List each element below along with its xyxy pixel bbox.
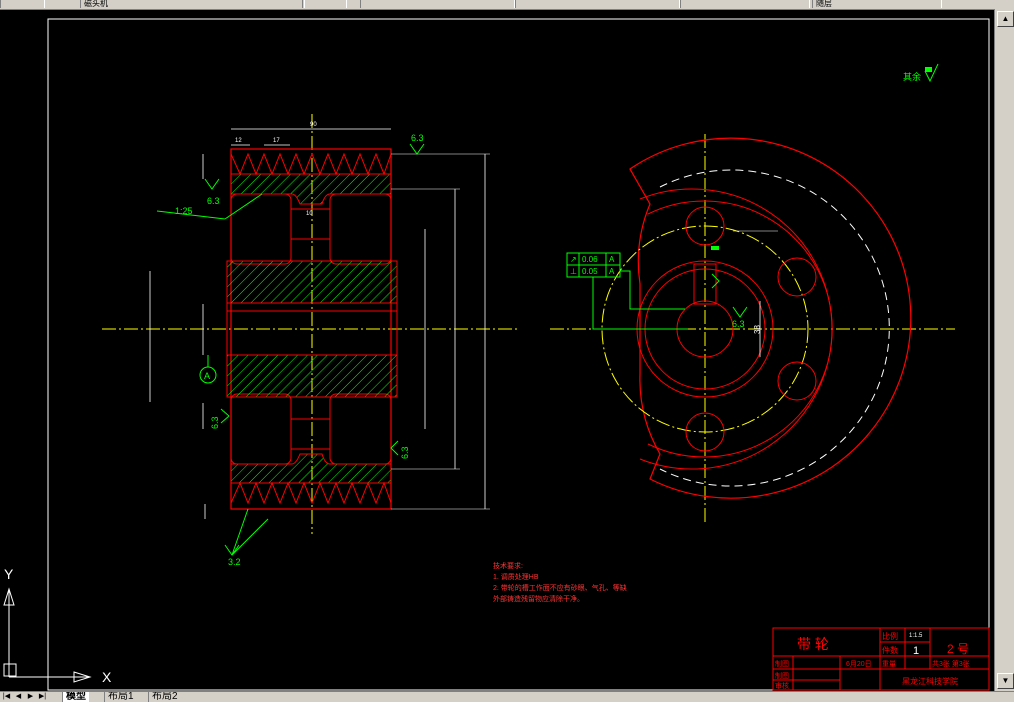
outer-rim [629, 137, 912, 499]
scroll-down-arrow-icon[interactable]: ▼ [997, 673, 1014, 689]
tech-line-2: 2. 带轮的槽工作面不应有砂眼、气孔、等缺 [493, 583, 627, 592]
svg-text:1:25: 1:25 [175, 206, 193, 216]
weight-label: 重量 [882, 660, 896, 668]
svg-text:6.3: 6.3 [411, 133, 424, 143]
section-view: 90 12 17 10 6.3 6.3 6.3 [102, 114, 520, 567]
toolbar-icons[interactable] [0, 0, 45, 8]
tab-model[interactable]: 模型 [62, 692, 89, 702]
dim-groove-1: 12 [235, 138, 242, 144]
roughness-symbol-4: 6.3 [390, 440, 410, 459]
drawing-canvas[interactable]: 90 12 17 10 6.3 6.3 6.3 [0, 9, 994, 691]
svg-text:⊥: ⊥ [570, 267, 577, 276]
cavity-top-left [230, 193, 292, 265]
svg-text:↗: ↗ [570, 255, 577, 264]
ucs-y-label: Y [4, 566, 14, 582]
tolerance-frame-1: ↗ 0.06 A [566, 252, 621, 266]
ucs-x-label: X [102, 669, 112, 685]
tab-layout2[interactable]: 布局2 [148, 692, 181, 702]
svg-text:A: A [609, 255, 615, 264]
roughness-symbol-5: 3.2 [224, 508, 269, 567]
svg-text:其余: 其余 [903, 71, 921, 82]
lineweight-combo[interactable] [680, 0, 810, 8]
cavity-top-right [329, 193, 392, 265]
dim-top: 90 [310, 122, 317, 128]
grooves-top [230, 152, 392, 176]
scroll-up-arrow-icon[interactable]: ▲ [997, 11, 1014, 27]
pitch-circle [659, 169, 890, 487]
tech-line-1: 1. 调质处理HB [493, 572, 539, 581]
lightening-hole-top [685, 206, 725, 246]
part-name: 带 轮 [797, 636, 829, 652]
cavity-bottom-left [230, 393, 292, 465]
toolbar-strip: 磁头机 随层 [0, 0, 1014, 10]
date: 6月20日 [846, 660, 872, 668]
datum-marker: A [199, 355, 217, 384]
dim-38: 38 [753, 325, 762, 334]
hatch-hub-bottom [226, 354, 398, 398]
layout-tab-bar: |◀ ◀ ▶ ▶| 模型 布局1 布局2 [0, 691, 1014, 702]
bore [226, 302, 398, 356]
plotstyle-combo[interactable]: 随层 [812, 0, 942, 8]
dim-groove-2: 17 [273, 138, 280, 144]
roughness-symbol-2: 6.3 [409, 133, 425, 155]
school-name: 黑龙江科技学院 [902, 676, 958, 686]
design-label: 制图 [775, 671, 789, 680]
rim-outline [230, 148, 392, 510]
lightening-hole-bottom [685, 412, 725, 452]
svg-text:0.06: 0.06 [582, 255, 598, 264]
roughness-symbol-3: 6.3 [210, 408, 230, 429]
tolerance-frame-2: ⊥ 0.05 A [566, 264, 621, 278]
roughness-other-note: 其余 [903, 63, 939, 83]
svg-text:0.05: 0.05 [582, 267, 598, 276]
prev-tab-icon[interactable]: ◀ [15, 693, 22, 700]
roughness-symbol-1: 6.3 [204, 178, 220, 206]
lightening-hole-upper-right [777, 257, 817, 297]
taper-leader: 1:25 [156, 193, 263, 220]
rim-inner-2 [647, 200, 833, 458]
cavity-bottom-right [329, 393, 392, 465]
draw-label: 制图 [775, 659, 789, 668]
layer-combo[interactable]: 磁头机 [80, 0, 305, 8]
color-combo[interactable] [360, 0, 515, 8]
dim-web: 10 [306, 211, 313, 217]
next-tab-icon[interactable]: ▶ [27, 693, 34, 700]
review-label: 审核 [775, 681, 789, 690]
end-view: 38 6.3 ↗ 0.06 A ⊥ 0.05 A [550, 63, 955, 524]
svg-text:A: A [204, 371, 210, 381]
svg-text:6.3: 6.3 [732, 319, 745, 329]
tech-line-3: 外部铸造残留物应清除干净。 [493, 594, 584, 603]
last-tab-icon[interactable]: ▶| [38, 693, 47, 700]
hatch-rim-top [230, 173, 392, 205]
sheets: 共3张 第3张 [932, 659, 970, 668]
hole-circle [601, 225, 809, 433]
count-value: 1 [913, 645, 919, 657]
count-label: 件数 [882, 645, 898, 655]
tech-title: 技术要求: [493, 561, 523, 570]
tab-layout1[interactable]: 布局1 [104, 692, 137, 702]
lightening-hole-lower-right [777, 361, 817, 401]
svg-text:6.3: 6.3 [400, 446, 410, 459]
scale-label: 比例 [882, 631, 898, 641]
hatch-hub-top [226, 260, 398, 304]
drawing-number: 2 号 [947, 642, 969, 656]
svg-text:6.3: 6.3 [207, 196, 220, 206]
toolbar-tools[interactable] [302, 0, 347, 8]
ucs-icon: Y X [3, 566, 112, 685]
title-block: 带 轮 比例 1:1.5 件数 1 2 号 制图 6月20日 重量 共3张 第3… [772, 627, 990, 691]
first-tab-icon[interactable]: |◀ [2, 693, 11, 700]
svg-text:3.2: 3.2 [228, 557, 241, 567]
drawing-border [47, 18, 990, 691]
svg-text:A: A [609, 267, 615, 276]
linetype-combo[interactable] [515, 0, 680, 8]
vertical-scrollbar[interactable]: ▲ ▼ [994, 9, 1014, 691]
scale-value: 1:1.5 [909, 633, 923, 639]
roughness-symbol-6: 6.3 [732, 306, 748, 329]
tech-requirements: 技术要求: 1. 调质处理HB 2. 带轮的槽工作面不应有砂眼、气孔、等缺 外部… [493, 561, 627, 603]
svg-text:6.3: 6.3 [210, 416, 220, 429]
grooves-bottom [230, 481, 392, 505]
hatch-rim-bottom [230, 453, 392, 484]
